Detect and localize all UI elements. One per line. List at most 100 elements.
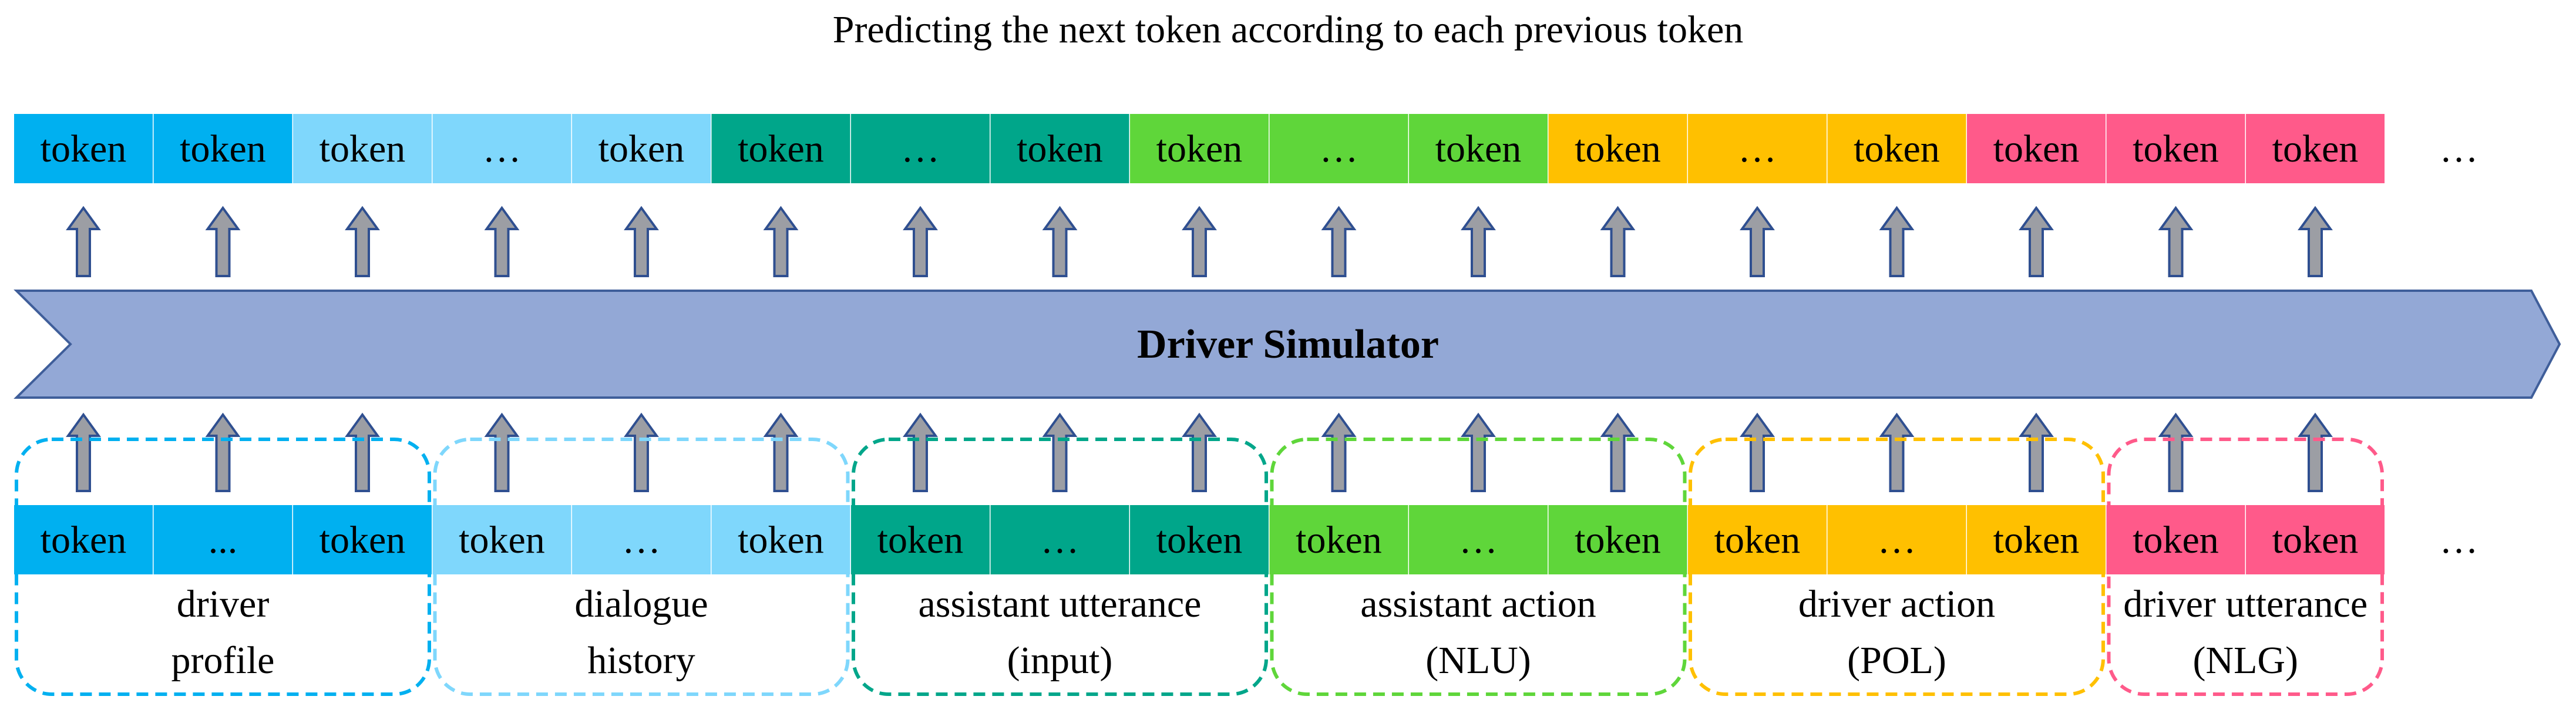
up-arrow-icon [903,412,938,492]
up-arrow-icon [2158,206,2194,277]
token-cell: … [432,114,571,183]
token-label: … [1738,127,1777,170]
token-cell-background [1409,114,1548,183]
token-label: token [1435,127,1522,170]
token-cell: token [293,114,432,183]
token-cell: token [14,114,153,183]
token-label: token [1714,519,1801,561]
token-cell: token [2246,505,2385,574]
token-cell-background [14,505,153,574]
segment-caption-line2: history [587,639,695,682]
up-arrow-icon [1740,412,1775,492]
up-arrow-icon [763,206,799,277]
up-arrow-icon [624,412,659,492]
driver-simulator-arrow-shape [14,290,2561,399]
token-cell-background [1548,505,1687,574]
token-cell-background [1967,114,2106,183]
token-cell-background [2106,114,2245,183]
token-cell-background [1130,505,1269,574]
token-label: … [1459,519,1498,561]
token-cell-background [1688,114,1827,183]
up-arrow-icon [1600,412,1636,492]
token-cell: token [2246,114,2385,183]
token-cell-background [293,505,432,574]
up-arrow-icon [1182,412,1217,492]
token-cell: token [432,505,571,574]
up-arrow-icon [1321,412,1357,492]
token-cell: token [1130,505,1269,574]
input-continuation-ellipsis: … [2440,519,2479,561]
segment-caption-line1: dialogue [574,583,708,625]
token-cell-background [432,505,571,574]
token-cell: … [1269,114,1408,183]
token-label: token [2133,127,2219,170]
up-arrow-icon [1461,412,1496,492]
token-cell: … [990,505,1129,574]
token-cell: token [2106,114,2245,183]
token-label: … [483,127,522,170]
token-cell-background [1548,114,1687,183]
token-cell-background [293,114,432,183]
token-cell: token [1827,114,1966,183]
token-cell: token [1548,114,1687,183]
segment-caption-line2: (input) [1007,639,1113,682]
token-cell-background [711,505,850,574]
token-cell: … [1827,505,1966,574]
segment-caption-line1: driver [177,583,270,625]
token-label: token [1156,127,1243,170]
segment-nlu: assistant action (NLU) [1270,438,1687,696]
token-label: token [738,519,824,561]
segment-caption-line1: assistant action [1360,583,1596,625]
up-arrow-icon [2298,412,2333,492]
up-arrow-icon [484,412,520,492]
segment-caption-line1: driver action [1798,583,1995,625]
token-cell: token [153,114,292,183]
token-cell: token [990,114,1129,183]
diagram-title: Predicting the next token according to e… [833,8,1744,51]
up-arrow-icon [763,412,799,492]
token-label: … [1041,519,1080,561]
token-label: … [622,519,661,561]
token-cell-background [990,505,1129,574]
up-arrow-icon [624,206,659,277]
up-arrow-icon [2019,412,2054,492]
token-cell: … [572,505,711,574]
token-cell: token [293,505,432,574]
segment-caption-line2: (NLU) [1425,639,1531,682]
up-arrow-icon [1600,206,1636,277]
token-cell-background [2246,114,2385,183]
token-cell: … [851,114,990,183]
token-label: token [459,519,545,561]
token-cell-background [14,114,153,183]
token-cell-background [1967,505,2106,574]
token-cell: token [1269,505,1408,574]
token-cell-background [851,114,990,183]
token-label: token [180,127,266,170]
token-cell-background [572,505,711,574]
token-cell: token [14,505,153,574]
token-cell-background [1269,505,1408,574]
token-cell-background [1827,505,1966,574]
token-label: token [1575,519,1661,561]
token-cell: token [851,505,990,574]
up-arrow-icon [1461,206,1496,277]
segment-caption-line2: (NLG) [2192,639,2298,682]
token-label: token [2133,519,2219,561]
token-cell-background [2106,505,2245,574]
segment-caption-line1: assistant utterance [919,583,1202,625]
up-arrow-icon [345,206,380,277]
token-label: token [1156,519,1243,561]
token-cell-background [990,114,1129,183]
token-cell: token [1409,114,1548,183]
token-label: token [2272,127,2359,170]
segment-history: dialogue history [433,438,850,696]
up-arrow-icon [1182,206,1217,277]
token-cell: token [711,505,850,574]
up-arrow-icon [345,412,380,492]
token-cell-background [1409,505,1548,574]
token-cell: ... [153,505,292,574]
